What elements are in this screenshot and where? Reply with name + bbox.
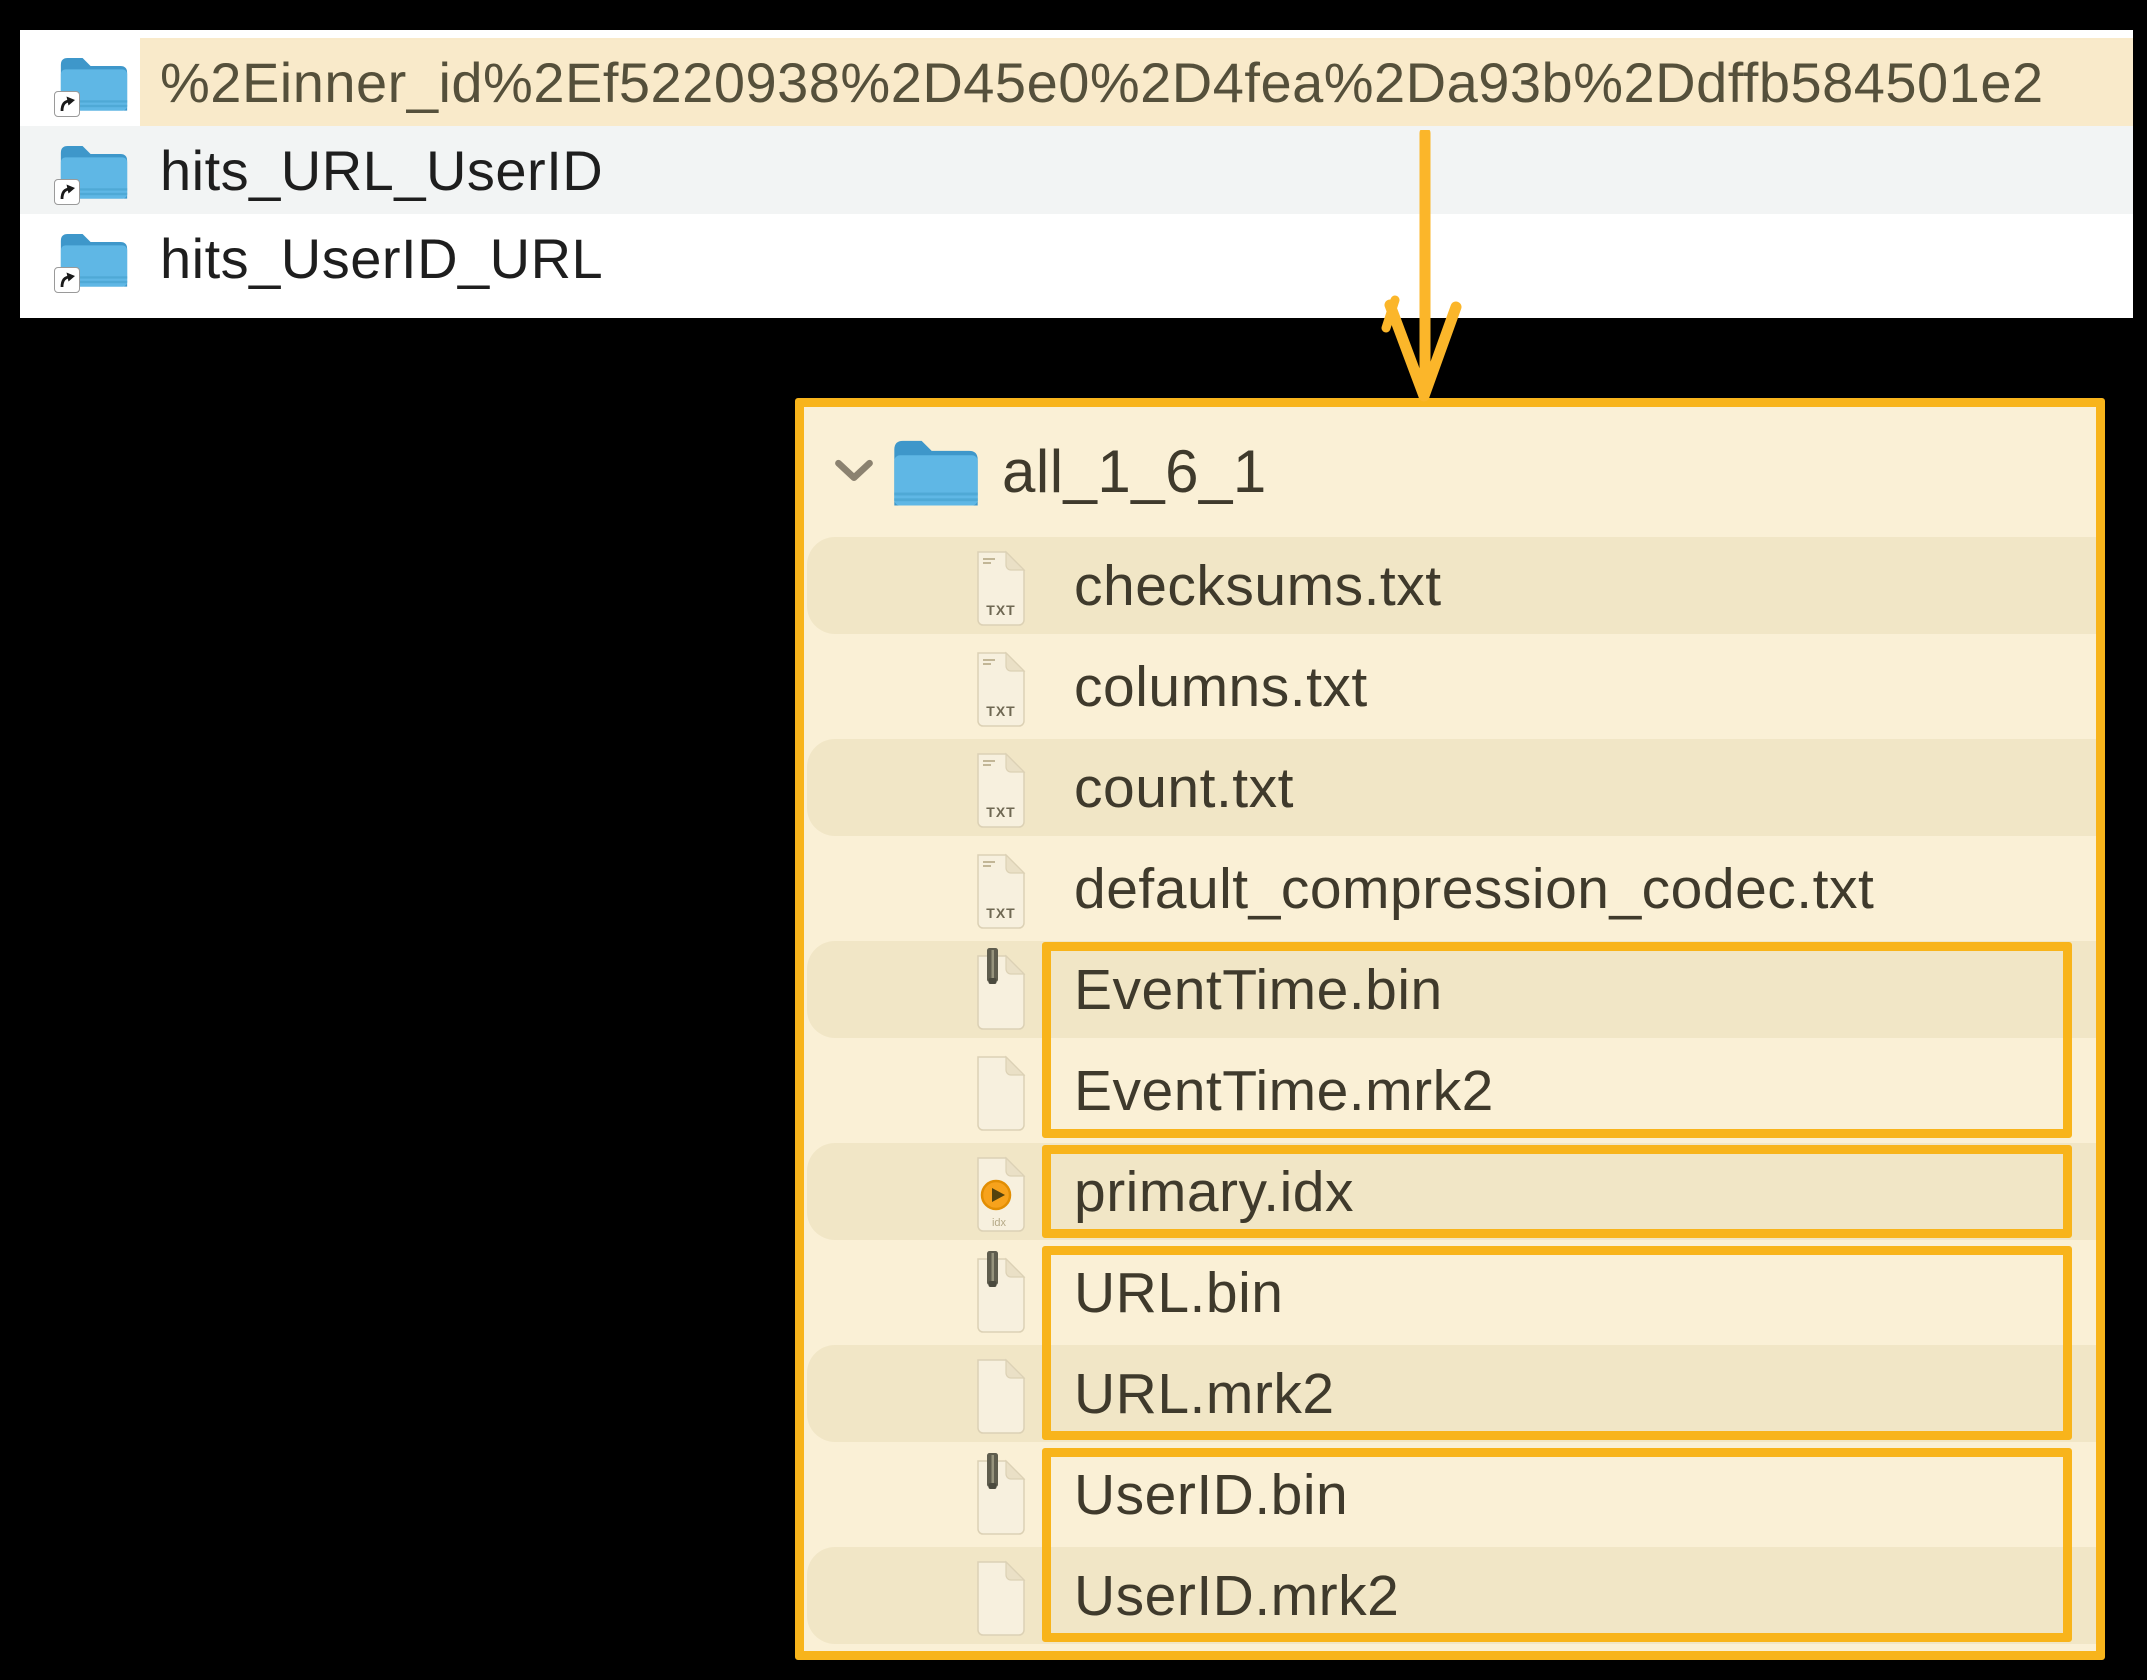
- tree-row-file[interactable]: UserID.bin: [804, 1444, 2096, 1545]
- list-item-label: %2Einner_id%2Ef5220938%2D45e0%2D4fea%2Da…: [160, 50, 2044, 114]
- tree-row-folder[interactable]: all_1_6_1: [804, 407, 2096, 535]
- tree-row-file[interactable]: URL.mrk2: [804, 1343, 2096, 1444]
- finder-list-panel: %2Einner_id%2Ef5220938%2D45e0%2D4fea%2Da…: [20, 30, 2133, 318]
- txt-file-icon: TXT: [968, 645, 1030, 729]
- tree-row-file[interactable]: TXT default_compression_codec.txt: [804, 838, 2096, 939]
- folder-name-label: all_1_6_1: [1002, 437, 1267, 505]
- file-name-label: checksums.txt: [1074, 553, 1442, 618]
- txt-file-icon: TXT: [968, 847, 1030, 931]
- file-name-label: columns.txt: [1074, 654, 1368, 719]
- folder-alias-icon: [54, 224, 131, 293]
- blank-file-icon: [968, 1352, 1030, 1436]
- tree-row-file[interactable]: EventTime.mrk2: [804, 1040, 2096, 1141]
- blank-file-icon: [968, 1049, 1030, 1133]
- tree-row-file[interactable]: TXT count.txt: [804, 737, 2096, 838]
- folder-icon: [890, 432, 982, 510]
- list-item-inner-id[interactable]: %2Einner_id%2Ef5220938%2D45e0%2D4fea%2Da…: [20, 38, 2133, 126]
- file-name-label: primary.idx: [1074, 1159, 1354, 1224]
- svg-text:idx: idx: [992, 1217, 1007, 1229]
- tree-row-file[interactable]: TXT columns.txt: [804, 636, 2096, 737]
- folder-alias-icon: [54, 48, 131, 117]
- tree-row-file[interactable]: idx primary.idx: [804, 1141, 2096, 1242]
- selection-highlight: [140, 38, 2133, 126]
- list-item-hits-userid-url[interactable]: hits_UserID_URL: [20, 214, 2133, 302]
- tree-row-file[interactable]: TXT checksums.txt: [804, 535, 2096, 636]
- folder-alias-icon: [54, 136, 131, 205]
- bin-file-icon: [968, 947, 1030, 1032]
- bin-file-icon: [968, 1452, 1030, 1537]
- idx-file-icon: idx: [968, 1150, 1030, 1234]
- tree-row-file[interactable]: UserID.mrk2: [804, 1545, 2096, 1646]
- tree-row-file[interactable]: EventTime.bin: [804, 939, 2096, 1040]
- file-name-label: URL.mrk2: [1074, 1361, 1335, 1426]
- alias-arrow-badge-icon: [54, 91, 80, 117]
- alias-arrow-badge-icon: [54, 179, 80, 205]
- bin-file-icon: [968, 1250, 1030, 1335]
- tree-row-file[interactable]: URL.bin: [804, 1242, 2096, 1343]
- annotation-arrow-down-icon: [1381, 130, 1462, 402]
- file-name-label: UserID.bin: [1074, 1462, 1349, 1527]
- svg-text:TXT: TXT: [986, 905, 1015, 921]
- file-name-label: default_compression_codec.txt: [1074, 856, 1875, 921]
- file-name-label: UserID.mrk2: [1074, 1563, 1400, 1628]
- svg-text:TXT: TXT: [986, 703, 1015, 719]
- list-item-hits-url-userid[interactable]: hits_URL_UserID: [20, 126, 2133, 214]
- svg-text:TXT: TXT: [986, 602, 1015, 618]
- alias-arrow-badge-icon: [54, 267, 80, 293]
- file-name-label: count.txt: [1074, 755, 1294, 820]
- list-item-label: hits_URL_UserID: [160, 138, 604, 202]
- svg-text:TXT: TXT: [986, 804, 1015, 820]
- part-directory-panel: all_1_6_1 TXT checksums.txt: [795, 398, 2105, 1660]
- file-name-label: EventTime.mrk2: [1074, 1058, 1494, 1123]
- txt-file-icon: TXT: [968, 746, 1030, 830]
- blank-file-icon: [968, 1554, 1030, 1638]
- file-name-label: URL.bin: [1074, 1260, 1284, 1325]
- list-item-label: hits_UserID_URL: [160, 226, 604, 290]
- file-name-label: EventTime.bin: [1074, 957, 1443, 1022]
- txt-file-icon: TXT: [968, 544, 1030, 628]
- chevron-down-icon[interactable]: [834, 457, 874, 485]
